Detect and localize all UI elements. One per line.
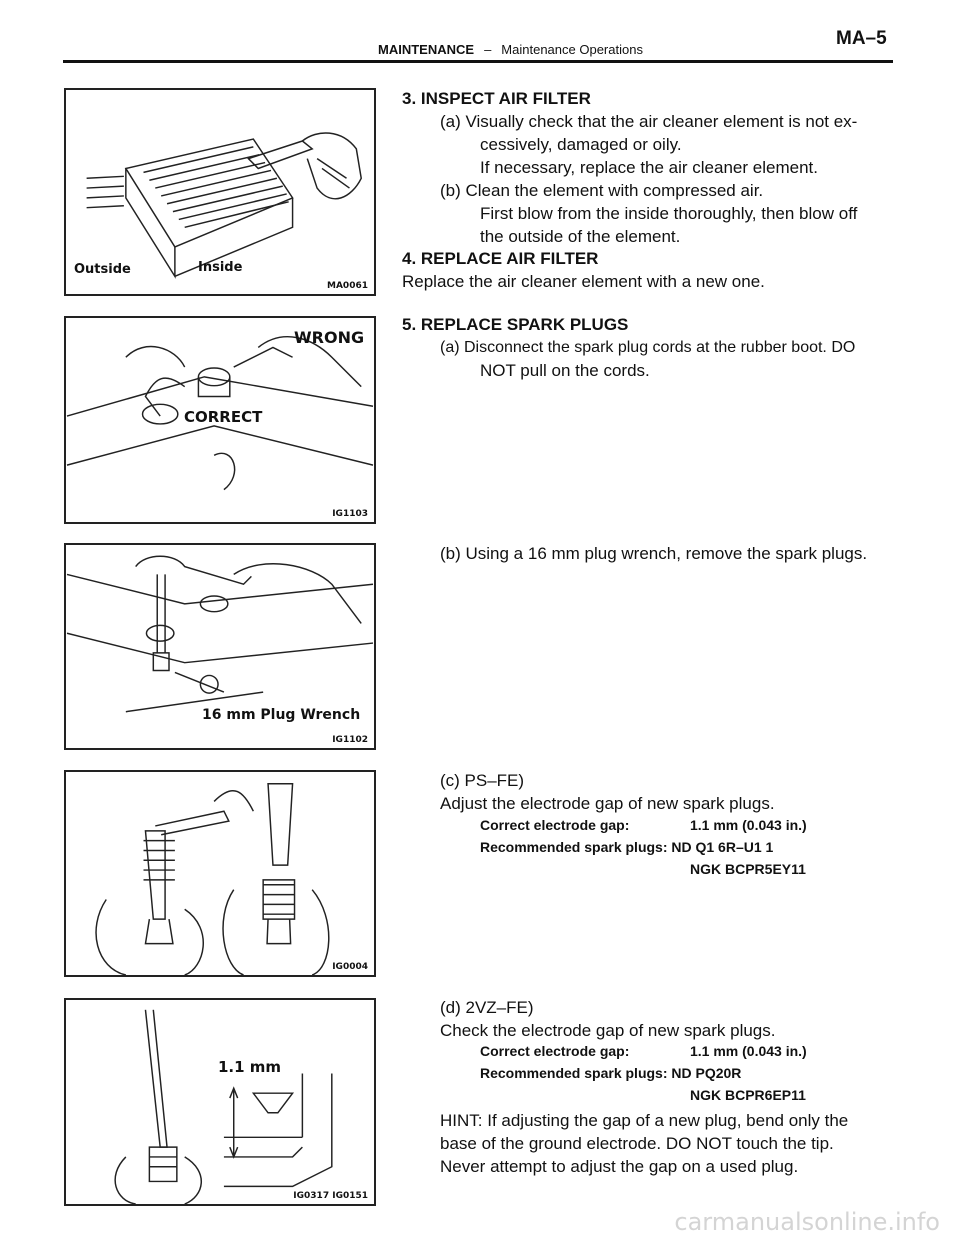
step5-b-line1: (b) Using a 16 mm plug wrench, remove th… <box>440 544 868 563</box>
watermark: carmanualsonline.info <box>674 1208 940 1236</box>
header-subsection: Maintenance Operations <box>501 42 643 57</box>
step5-c-gap-label: Correct electrode gap: <box>480 817 630 833</box>
air-filter-illustration <box>86 132 362 279</box>
step3-a-line3: If necessary, replace the air cleaner el… <box>480 158 818 177</box>
step3-title: 3. INSPECT AIR FILTER <box>402 89 591 108</box>
step5-c-line2: Adjust the electrode gap of new spark pl… <box>440 794 775 813</box>
page-number: MA–5 <box>836 28 887 49</box>
label-correct: CORRECT <box>184 408 263 426</box>
step3-b-line1: (b) Clean the element with compressed ai… <box>440 181 764 200</box>
step5-c-line1: (c) PS–FE) <box>440 771 525 790</box>
label-wrong: WRONG <box>294 328 365 347</box>
step3-a-line2: cessively, damaged or oily. <box>480 135 682 154</box>
step5-a-line2: NOT pull on the cords. <box>480 361 650 380</box>
adjust-gap-illustration <box>95 783 330 975</box>
plug-wrench-illustration <box>66 555 374 713</box>
step5-d-gap-value: 1.1 mm (0.043 in.) <box>690 1043 807 1059</box>
step5-c-gap-value: 1.1 mm (0.043 in.) <box>690 817 807 833</box>
step5-d-recommended-ngk: NGK BCPR6EP11 <box>690 1087 806 1103</box>
step5-d-line1: (d) 2VZ–FE) <box>440 998 534 1017</box>
step5-d-gap-label: Correct electrode gap: <box>480 1043 630 1059</box>
figure-adjust-gap: IG0004 <box>64 770 376 977</box>
figure-disconnect-cords: WRONG CORRECT IG1103 <box>64 316 376 524</box>
step3-b-line2: First blow from the inside thoroughly, t… <box>480 204 858 223</box>
figure-plug-wrench: 16 mm Plug Wrench IG1102 <box>64 543 376 750</box>
running-header: MAINTENANCE–Maintenance Operations <box>378 42 643 57</box>
figure-code: IG0317 IG0151 <box>293 1191 368 1201</box>
header-section: MAINTENANCE <box>378 42 475 57</box>
check-gap-illustration <box>114 1009 333 1204</box>
step4-title: 4. REPLACE AIR FILTER <box>402 249 599 268</box>
step5-a-line1: (a) Disconnect the spark plug cords at t… <box>440 339 856 356</box>
header-dash: – <box>484 42 492 57</box>
label-outside: Outside <box>74 262 131 277</box>
figure-air-filter: Outside Inside MA0061 <box>64 88 376 296</box>
label-inside: Inside <box>198 260 243 275</box>
step5-c-recommended-ngk: NGK BCPR5EY11 <box>690 861 806 877</box>
hint-line2: base of the ground electrode. DO NOT tou… <box>440 1134 834 1153</box>
figure-code: MA0061 <box>327 281 368 291</box>
step5-d-line2: Check the electrode gap of new spark plu… <box>440 1021 776 1040</box>
step3-a-line1: (a) Visually check that the air cleaner … <box>440 112 858 131</box>
step5-title: 5. REPLACE SPARK PLUGS <box>402 315 629 334</box>
figure-code: IG1103 <box>332 509 368 519</box>
header-rule <box>63 60 893 63</box>
hint-line3: Never attempt to adjust the gap on a use… <box>440 1157 799 1176</box>
step5-d-recommended: Recommended spark plugs: ND PQ20R <box>480 1065 742 1081</box>
figure-code: IG0004 <box>332 962 368 972</box>
step4-text: Replace the air cleaner element with a n… <box>402 272 765 291</box>
hint-line1: HINT: If adjusting the gap of a new plug… <box>440 1111 849 1130</box>
step5-c-recommended: Recommended spark plugs: ND Q1 6R–U1 1 <box>480 839 774 855</box>
label-gap: 1.1 mm <box>218 1058 282 1076</box>
step3-b-line3: the outside of the element. <box>480 227 681 246</box>
figure-check-gap: 1.1 mm IG0317 IG0151 <box>64 998 376 1206</box>
plug-cord-illustration <box>66 336 374 491</box>
label-plug-wrench: 16 mm Plug Wrench <box>202 707 361 723</box>
figure-code: IG1102 <box>332 735 368 745</box>
